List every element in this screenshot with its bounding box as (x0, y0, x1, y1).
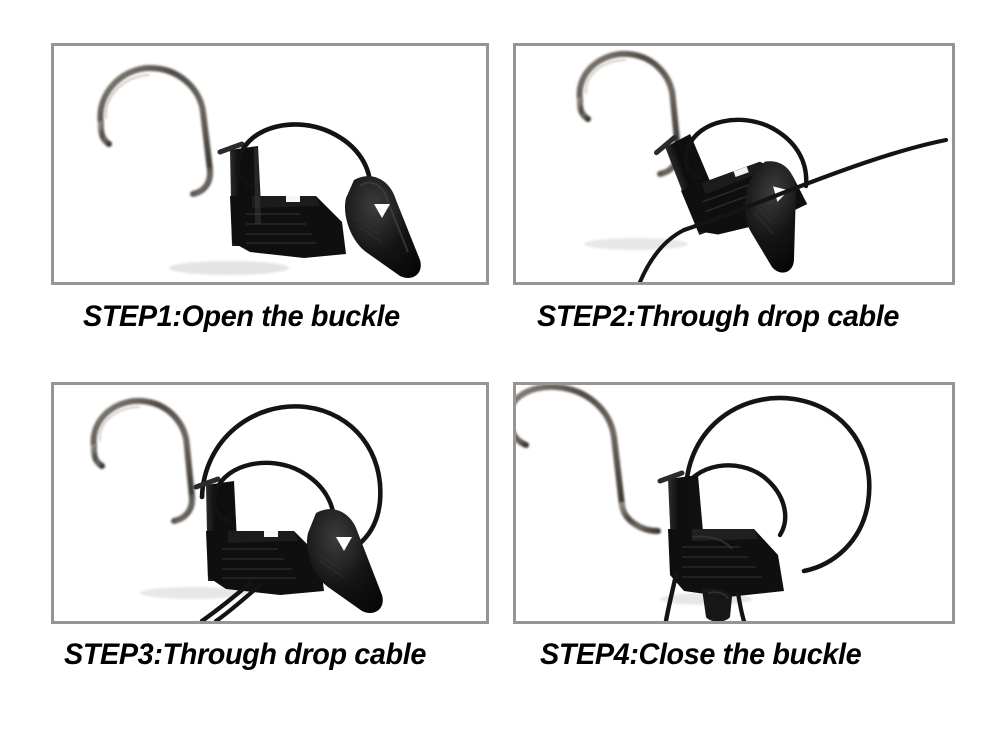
step-4-caption: STEP4:Close the buckle (540, 638, 862, 671)
step-1-caption: STEP1:Open the buckle (83, 300, 400, 333)
step-2-photo-frame (513, 43, 955, 285)
step-2-photo (516, 46, 952, 282)
step-1-photo (54, 46, 486, 282)
step-3-photo (54, 385, 486, 621)
step-4-photo-frame (513, 382, 955, 624)
step-2-caption: STEP2:Through drop cable (537, 300, 900, 333)
step-4-photo (516, 385, 952, 621)
step-3-caption: STEP3:Through drop cable (64, 638, 427, 671)
step-3-photo-frame (51, 382, 489, 624)
step-1-photo-frame (51, 43, 489, 285)
